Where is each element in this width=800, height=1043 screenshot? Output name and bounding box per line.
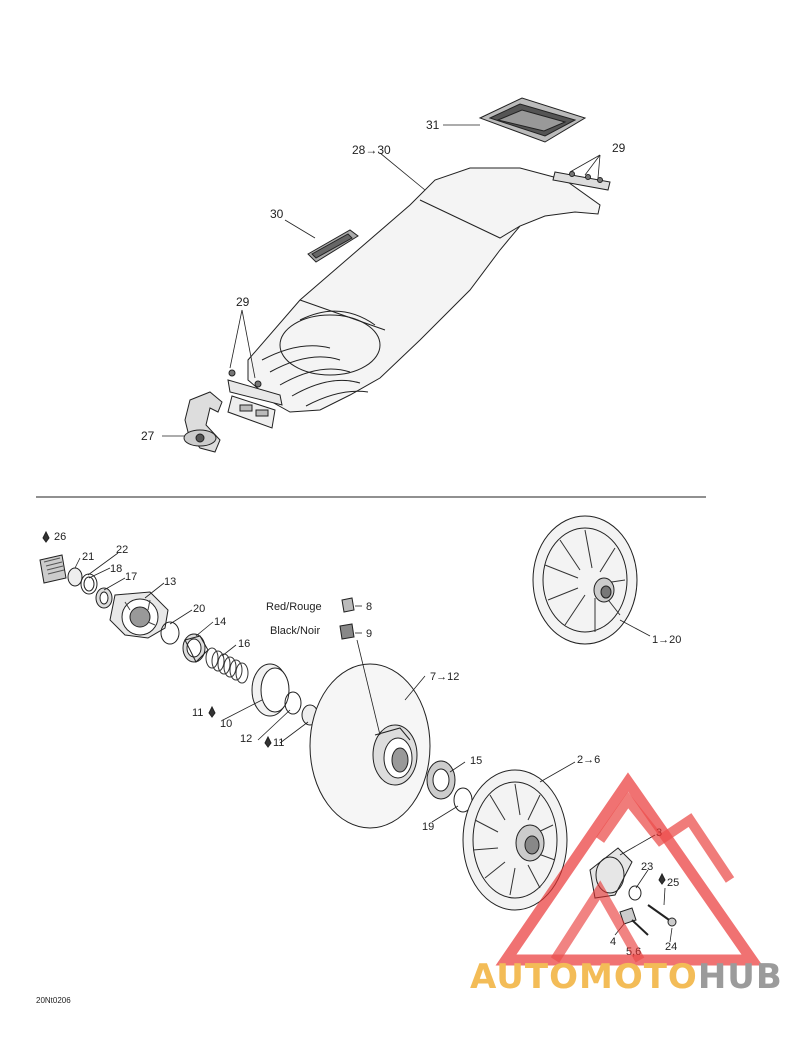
label-21: 21 (82, 551, 94, 563)
label-8: 8 (366, 601, 372, 613)
label-17: 17 (125, 571, 137, 583)
label-20: 20 (193, 603, 205, 615)
belt-guard-assembly (183, 97, 611, 453)
label-30: 30 (270, 207, 284, 221)
lower-labels: 26 21 22 18 17 13 20 14 16 11 10 12 11 7… (36, 531, 681, 1005)
watermark-triangle-outer (495, 772, 763, 966)
label-10: 10 (220, 718, 232, 730)
label-13: 13 (164, 576, 176, 588)
watermark-moto: MOTO (579, 957, 698, 997)
driven-pulley-assembly (39, 515, 677, 936)
label-2-6: 2→6 (577, 754, 600, 766)
label-12: 12 (240, 733, 252, 745)
label-26: 26 (54, 531, 66, 543)
label-14: 14 (214, 616, 226, 628)
label-31: 31 (426, 118, 440, 132)
upper-labels: 31 28→30 29 30 29 27 (141, 118, 626, 443)
label-19: 19 (422, 821, 434, 833)
label-23: 23 (641, 861, 653, 873)
watermark-hub: HUB (698, 957, 783, 997)
watermark-auto: AUTO (470, 957, 579, 997)
label-7-12: 7→12 (430, 671, 459, 683)
label-25: 25 (667, 877, 679, 889)
watermark-triangle-inner (595, 791, 735, 883)
label-1-20: 1→20 (652, 634, 681, 646)
label-24: 24 (665, 941, 677, 953)
label-18: 18 (110, 563, 122, 575)
label-11a: 11 (192, 707, 203, 719)
upper-leader-lines (162, 124, 601, 437)
label-27: 27 (141, 429, 155, 443)
label-11b: 11 (273, 737, 284, 749)
label-4: 4 (610, 936, 616, 948)
label-22: 22 (116, 544, 128, 556)
label-29-top: 29 (612, 141, 626, 155)
label-red-rouge: Red/Rouge (266, 601, 322, 613)
label-black-noir: Black/Noir (270, 625, 320, 637)
label-9: 9 (366, 628, 372, 640)
label-28-30: 28→30 (352, 143, 391, 157)
label-15: 15 (470, 755, 482, 767)
label-29-left: 29 (236, 295, 250, 309)
drawing-code: 20Nt0206 (36, 996, 71, 1005)
label-16: 16 (238, 638, 250, 650)
svg-text:AUTOMOTOHUB: AUTOMOTOHUB (470, 957, 783, 997)
watermark-logo: AUTOMOTOHUB (470, 772, 783, 997)
